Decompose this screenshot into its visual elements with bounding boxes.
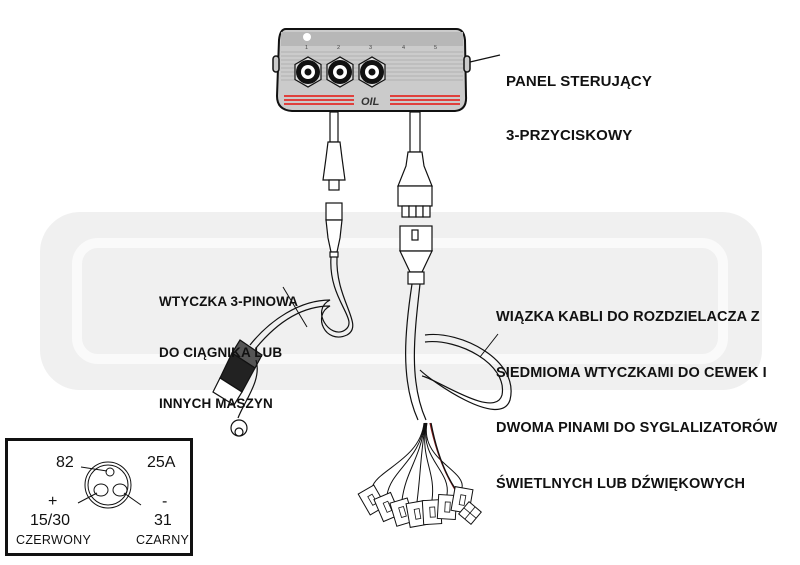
plus-sign: + [48,493,58,510]
coil-plug [405,500,429,528]
label-line: WTYCZKA 3-PINOWA [159,294,299,309]
harness-wire [416,422,426,503]
button-number: 1 [305,45,308,51]
harness-wire [386,422,425,496]
panel-button [294,56,322,88]
harness-cable [397,111,512,421]
button-numbers: 1 2 3 4 5 [305,45,437,51]
pin-31-label: 31 [154,512,172,529]
harness-wire [371,422,425,489]
button-number: 4 [402,45,405,51]
panel-leader-line [469,54,501,63]
harness-wire [401,422,426,501]
pin-15-30-label: 15/30 [30,512,71,529]
pinout-box: 82 25A + - 15/30 31 CZERWONY CZARNY [5,438,193,556]
harness-wire [425,422,463,489]
three-pin-plug [212,339,263,437]
rating-label: 25A [147,454,176,471]
harness-wire [425,422,448,496]
label-line: 3-PRZYCISKOWY [506,127,633,144]
panel-button [358,56,386,88]
three-pin-cable [249,111,354,349]
panel-buttons [294,56,386,88]
socket-diagram [77,461,142,509]
pin-82-label: 82 [56,454,74,471]
oil-brand-text: OIL [361,96,380,108]
minus-sign: - [162,493,168,510]
label-line: WIĄZKA KABLI DO ROZDZIELACZA Z [496,309,760,325]
label-line: DO CIĄGNIKA LUB [159,345,283,360]
red-wire-label: CZERWONY [16,533,92,547]
panel-button [326,56,354,88]
button-number: 2 [337,45,340,51]
signal-pin-connector [458,501,482,525]
label-line: INNYCH MASZYN [159,396,273,411]
three-pin-plug-label: WTYCZKA 3-PINOWA DO CIĄGNIKA LUB INNYCH … [159,259,298,429]
coil-plugs [357,484,482,528]
harness-wire-fan [371,422,468,506]
black-wire-label: CZARNY [136,533,190,547]
coil-plug [436,493,458,521]
panel-top-band [281,32,463,46]
label-line: ŚWIETLNYCH LUB DŹWIĘKOWYCH [496,475,746,492]
panel-red-stripes [284,95,460,105]
harness-wire [424,422,434,501]
control-panel-label: PANEL STERUJĄCY 3-PRZYCISKOWY [506,37,652,163]
harness-label: WIĄZKA KABLI DO ROZDZIELACZA Z SIEDMIOMA… [496,271,777,512]
label-line: PANEL STERUJĄCY [506,73,652,90]
indicator-led [303,33,311,41]
label-line: DWOMA PINAMI DO SYGLALIZATORÓW [496,420,778,436]
label-line: SIEDMIOMA WTYCZKAMI DO CEWEK I [496,364,767,381]
button-number: 5 [434,45,437,51]
button-number: 3 [369,45,372,51]
